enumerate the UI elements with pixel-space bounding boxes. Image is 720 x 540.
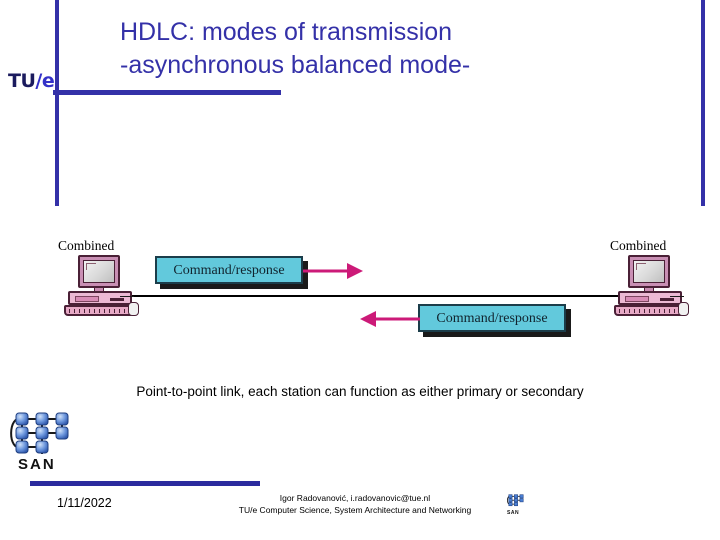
left-station-label: Combined: [58, 238, 115, 253]
computer-case-icon: [618, 291, 682, 305]
screen-icon: [633, 260, 665, 283]
bottom-command-response-box: Command/response: [418, 304, 566, 332]
tue-logo-slash-e: /e: [35, 70, 55, 92]
footer-san-logo: SAN: [506, 492, 526, 518]
title-underline-rule: [53, 90, 281, 95]
right-station-label: Combined: [610, 238, 667, 253]
footer-credit: Igor Radovanović, i.radovanovic@tue.nl T…: [238, 493, 472, 516]
right-vertical-rule: [701, 0, 705, 206]
point-to-point-link-line: [105, 295, 620, 297]
mouse-cord: [120, 296, 134, 297]
top-command-response-box: Command/response: [155, 256, 303, 284]
san-logo: SAN: [6, 410, 78, 476]
tue-logo: TU/e: [8, 70, 55, 92]
footer-rule: [30, 481, 260, 486]
bottom-arrow-left-icon: [360, 311, 420, 327]
mouse-icon: [128, 302, 139, 316]
mouse-cord: [670, 296, 684, 297]
left-vertical-rule: [55, 0, 59, 206]
right-workstation-icon: [612, 255, 690, 319]
san-logo-label: SAN: [18, 456, 56, 473]
footer-san-logo-label: SAN: [507, 510, 520, 516]
mouse-icon: [678, 302, 689, 316]
screen-icon: [83, 260, 115, 283]
top-arrow-right-icon: [303, 263, 363, 279]
tue-logo-tu: TU: [8, 70, 36, 92]
left-workstation-icon: [62, 255, 140, 319]
monitor-icon: [78, 255, 120, 288]
footer-san-network-graphic: [507, 494, 524, 507]
keyboard-icon: [64, 305, 134, 316]
slide-caption: Point-to-point link, each station can fu…: [136, 384, 584, 399]
page-title: HDLC: modes of transmission -asynchronou…: [120, 18, 471, 79]
keyboard-icon: [614, 305, 684, 316]
san-network-graphic: [10, 412, 69, 454]
footer-date: 1/11/2022: [57, 496, 112, 510]
monitor-icon: [628, 255, 670, 288]
computer-case-icon: [68, 291, 132, 305]
